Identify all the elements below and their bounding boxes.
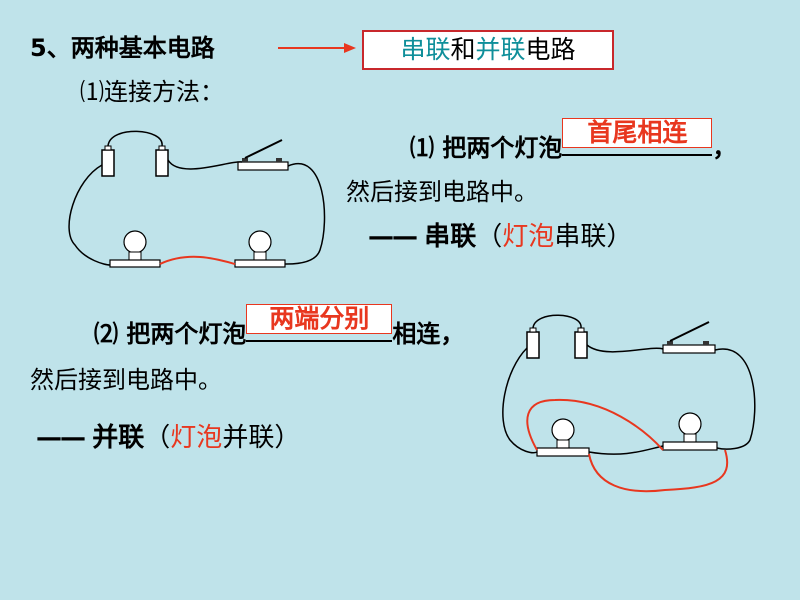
box-circuit-word: 电路 — [525, 35, 576, 64]
parallel-blank: 两端分别 — [246, 304, 393, 342]
series-paren-rest: 串联） — [554, 222, 633, 252]
wire — [588, 445, 664, 455]
series-blank: 首尾相连 — [562, 118, 713, 156]
box-and-word: 和 — [450, 35, 476, 64]
parallel-paren-open: （ — [144, 423, 171, 453]
wire — [159, 255, 236, 265]
bulb-icon — [109, 230, 161, 268]
parallel-dash: —— — [36, 423, 86, 453]
wire — [167, 159, 243, 170]
series-circuit-diagram — [68, 130, 326, 268]
parallel-name: 并联 — [92, 423, 145, 453]
bulb-icon — [536, 418, 590, 457]
method-label: ⑴连接方法： — [80, 78, 224, 106]
wire — [714, 348, 756, 450]
wire — [532, 314, 582, 329]
box-parallel-word: 并联 — [475, 35, 526, 64]
parallel-line-2: 然后接到电路中。 — [30, 366, 222, 394]
series-line-2: 然后接到电路中。 — [346, 178, 538, 206]
battery-icon — [155, 145, 169, 177]
bulb-icon — [234, 230, 286, 268]
wire — [284, 162, 326, 265]
circuit-types-box: 串联和并联电路 — [362, 30, 614, 70]
wire — [68, 164, 111, 266]
switch-icon — [237, 139, 289, 171]
switch-icon — [662, 321, 716, 354]
parallel-prefix: ⑵ 把两个灯泡 — [94, 320, 247, 348]
battery-icon — [526, 327, 540, 359]
wire — [588, 449, 729, 493]
parallel-paren-red: 灯泡 — [170, 423, 223, 453]
series-prefix: ⑴ 把两个灯泡 — [410, 134, 563, 162]
box-series-word: 串联 — [400, 35, 451, 64]
parallel-answer: 两端分别 — [246, 304, 393, 334]
section-title: 两种基本电路 — [70, 34, 215, 62]
parallel-suffix: 相连， — [392, 320, 465, 348]
section-heading: 5、两种基本电路 — [30, 33, 215, 63]
series-line-1: ⑴ 把两个灯泡首尾相连， — [410, 118, 737, 163]
wire — [502, 347, 538, 454]
arrow-icon — [278, 43, 356, 53]
series-suffix: ， — [712, 134, 737, 162]
battery-icon — [574, 327, 588, 359]
series-paren-red: 灯泡 — [502, 222, 555, 252]
wire — [526, 398, 664, 451]
parallel-conclusion: —— 并联（灯泡并联） — [36, 423, 300, 453]
series-name: 串联 — [424, 222, 477, 252]
bulb-icon — [662, 412, 718, 451]
battery-icon — [101, 145, 115, 177]
series-answer: 首尾相连 — [562, 118, 713, 148]
wire — [586, 344, 664, 353]
series-conclusion: —— 串联（灯泡串联） — [368, 222, 632, 252]
series-dash: —— — [368, 222, 418, 252]
parallel-paren-rest: 并联） — [222, 423, 301, 453]
parallel-line-1: ⑵ 把两个灯泡两端分别相连， — [94, 304, 465, 349]
wire — [107, 130, 163, 147]
parallel-circuit-diagram — [502, 314, 756, 493]
section-number: 5、 — [30, 34, 71, 62]
series-paren-open: （ — [476, 222, 503, 252]
